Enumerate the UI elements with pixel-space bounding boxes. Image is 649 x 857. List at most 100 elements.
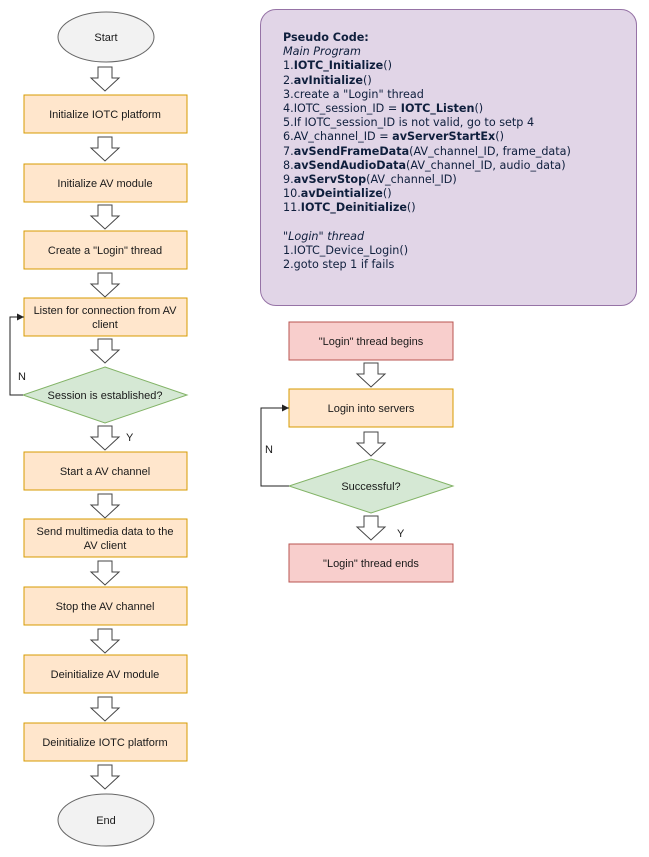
pseudo-line-fn: avSendAudioData — [293, 158, 407, 172]
yes-label: Y — [126, 432, 134, 444]
pseudo-line-num: 6. — [283, 130, 294, 144]
loop-arrowhead-icon — [17, 313, 24, 321]
login-into-servers — [288, 388, 454, 428]
pseudo-line: 2.avInitialize() — [283, 74, 636, 88]
down-arrow-icon — [90, 338, 120, 364]
no-label: N — [18, 371, 26, 383]
pseudo-line-fn: IOTC_Initialize — [293, 59, 384, 73]
pseudo-line-pre: create a "Login" thread — [293, 87, 424, 101]
pseudo-line-pre: AV_channel_ID = — [293, 130, 393, 144]
pseudo-line-args: () — [406, 201, 416, 215]
down-arrow-icon — [90, 764, 120, 790]
start-terminal — [57, 11, 155, 63]
pseudo-line-fn: avServerStartEx — [392, 130, 496, 144]
step-deinitialize-iotc — [23, 722, 188, 762]
step-deinitialize-av — [23, 654, 188, 694]
pseudo-line-fn: IOTC_Listen — [400, 102, 475, 116]
down-arrow-icon — [356, 362, 386, 388]
step-label: client — [92, 319, 118, 331]
pseudo-line-args: () — [383, 59, 392, 73]
step-label: Send multimedia data to the — [37, 526, 174, 538]
pseudo-line: 11.IOTC_Deinitialize() — [283, 201, 636, 215]
step-label: AV client — [84, 540, 127, 552]
login-thread-heading: "Login" thread — [283, 229, 365, 243]
pseudo-line-num: 11. — [283, 201, 301, 215]
pseudo-line-num: 10. — [283, 187, 301, 201]
pseudo-line: 5.If IOTC_session_ID is not valid, go to… — [283, 116, 636, 130]
login-begin-label: "Login" thread begins — [319, 336, 424, 348]
pseudo-line: 4.IOTC_session_ID = IOTC_Listen() — [283, 102, 636, 116]
step-label: Stop the AV channel — [56, 601, 155, 613]
down-arrow-icon — [90, 204, 120, 230]
pseudo-line-args: (AV_channel_ID, audio_data) — [406, 158, 566, 172]
step-label: Deinitialize AV module — [51, 669, 160, 681]
login-end-label: "Login" thread ends — [323, 558, 419, 570]
pseudo-line-fn: avInitialize — [293, 73, 363, 87]
pseudo-line: 9.avServStop(AV_channel_ID) — [283, 173, 636, 187]
login-pseudo-line: 2.goto step 1 if fails — [283, 258, 395, 272]
main-program-lines: 1.IOTC_Initialize()2.avInitialize()3.cre… — [283, 59, 636, 215]
pseudo-line-fn: avDeintialize — [300, 187, 383, 201]
pseudo-line-fn: avServStop — [293, 173, 367, 187]
login-yes-label: Y — [397, 528, 405, 540]
login-pseudo-line: 1.IOTC_Device_Login() — [283, 243, 409, 257]
step-label: Deinitialize IOTC platform — [42, 737, 167, 749]
end-label: End — [96, 815, 116, 827]
step-label: Listen for connection from AV — [34, 305, 178, 317]
pseudo-line-num: 9. — [283, 173, 294, 187]
step-stop-av-channel — [23, 586, 188, 626]
login-thread-lines: 1.IOTC_Device_Login()2.goto step 1 if fa… — [283, 244, 636, 272]
down-arrow-icon — [90, 560, 120, 586]
pseudo-line: 8.avSendAudioData(AV_channel_ID, audio_d… — [283, 159, 636, 173]
decision-successful — [287, 458, 455, 514]
login-no-loop-line — [260, 407, 289, 487]
down-arrow-icon — [90, 272, 120, 298]
decision-label: Session is established? — [48, 390, 163, 402]
pseudo-line-num: 2. — [283, 73, 294, 87]
pseudo-line-num: 3. — [283, 87, 294, 101]
step-send-multimedia — [23, 518, 188, 558]
step-label: Initialize AV module — [57, 178, 152, 190]
pseudo-line-args: (AV_channel_ID, frame_data) — [409, 144, 571, 158]
down-arrow-icon — [90, 66, 120, 92]
pseudo-line-args: (AV_channel_ID) — [366, 173, 457, 187]
down-arrow-icon — [356, 431, 386, 457]
step-label: Initialize IOTC platform — [49, 109, 161, 121]
pseudo-line-num: 1. — [283, 59, 294, 73]
pseudo-line-pre: If IOTC_session_ID is not valid, go to s… — [293, 116, 535, 130]
step-listen-connection — [23, 297, 188, 337]
pseudo-line: 10.avDeintialize() — [283, 187, 636, 201]
pseudo-line-args: () — [363, 73, 372, 87]
login-thread-ends — [288, 543, 454, 583]
step-initialize-av — [23, 163, 188, 203]
pseudo-line-args: () — [382, 187, 392, 201]
end-terminal — [57, 793, 155, 847]
pseudo-line-num: 4. — [283, 102, 294, 116]
step-label: Create a "Login" thread — [48, 245, 162, 257]
step-initialize-iotc — [23, 94, 188, 134]
pseudo-line: 7.avSendFrameData(AV_channel_ID, frame_d… — [283, 145, 636, 159]
start-label: Start — [94, 32, 117, 44]
pseudo-line-num: 7. — [283, 144, 294, 158]
pseudo-line: 3.create a "Login" thread — [283, 88, 636, 102]
pseudo-line-args: () — [495, 130, 504, 144]
step-start-av-channel — [23, 451, 188, 491]
pseudo-title: Pseudo Code: — [283, 31, 369, 44]
pseudo-line-fn: IOTC_Deinitialize — [300, 201, 407, 215]
down-arrow-icon — [90, 136, 120, 162]
login-step-label: Login into servers — [328, 403, 415, 415]
down-arrow-icon — [90, 628, 120, 654]
down-arrow-icon — [90, 425, 120, 451]
login-thread-begins — [288, 321, 454, 361]
login-decision-label: Successful? — [341, 481, 400, 493]
step-create-login-thread — [23, 230, 188, 270]
pseudo-line-num: 5. — [283, 116, 294, 130]
pseudo-line-fn: avSendFrameData — [293, 144, 410, 158]
pseudo-code-panel: Pseudo Code: Main Program 1.IOTC_Initial… — [260, 9, 637, 306]
pseudo-line: 1.IOTC_Initialize() — [283, 59, 636, 73]
down-arrow-icon — [356, 515, 386, 541]
no-loop-line — [9, 316, 24, 396]
main-program-heading: Main Program — [283, 45, 361, 59]
decision-session-established — [21, 366, 189, 424]
